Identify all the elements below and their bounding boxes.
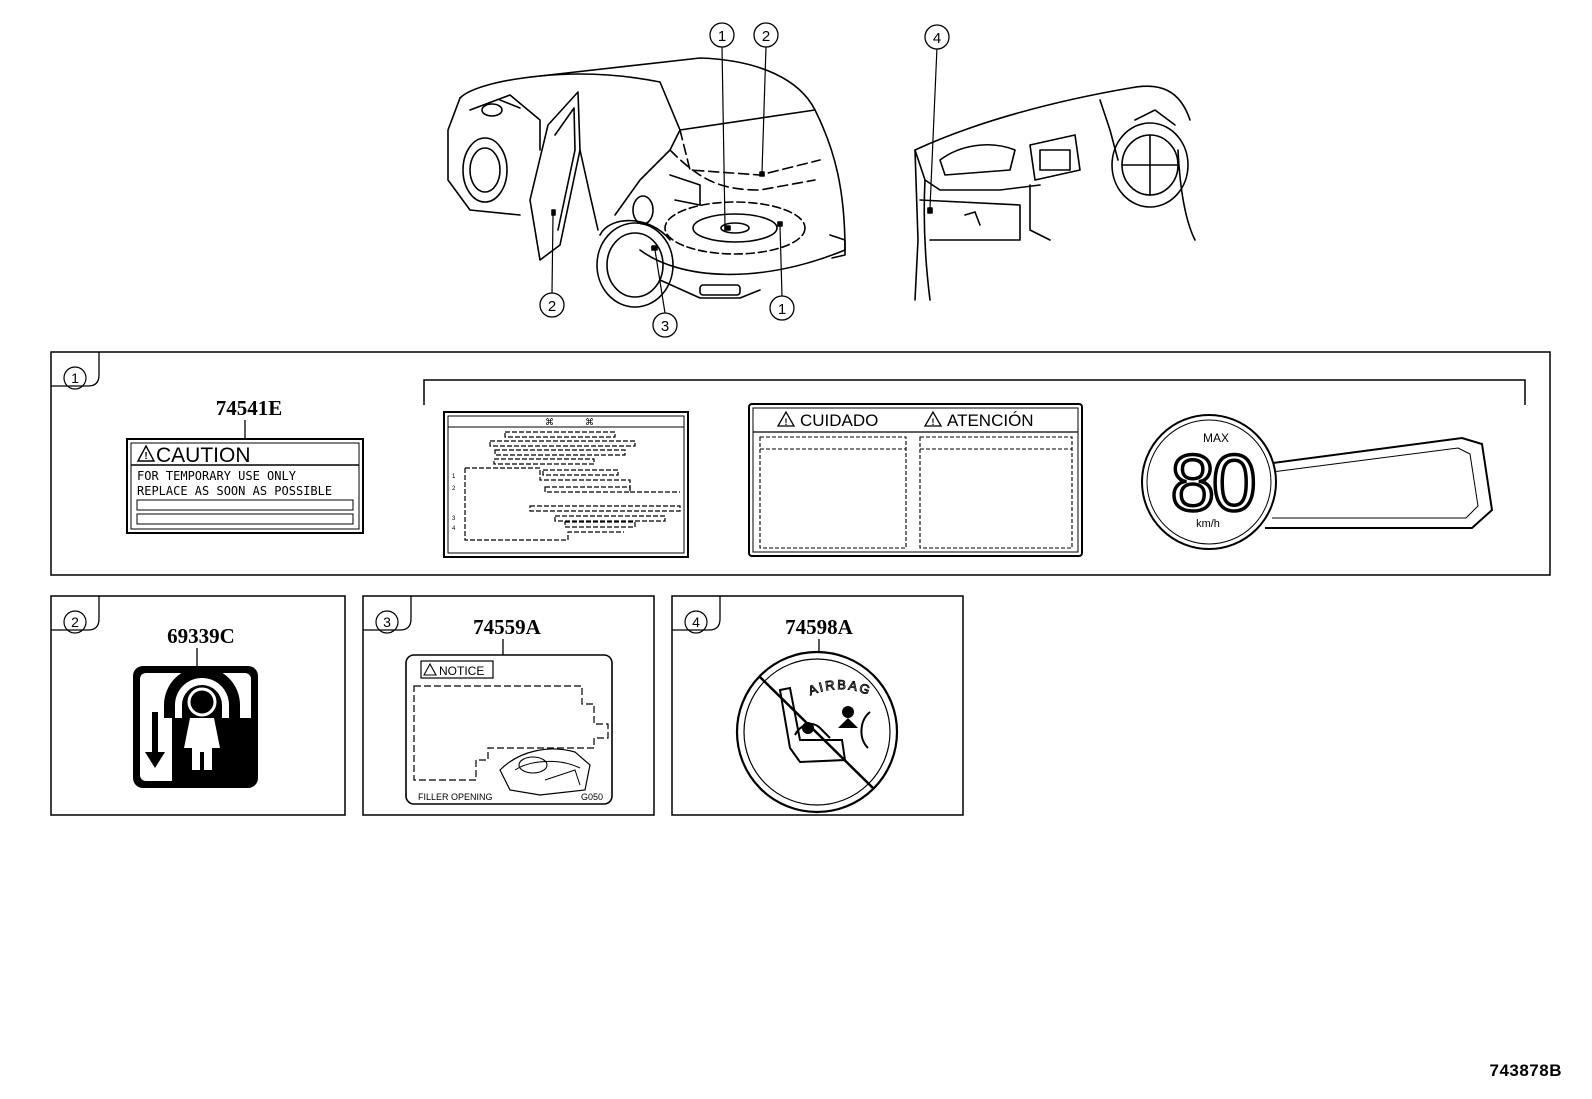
svg-text:⌘: ⌘: [585, 417, 594, 427]
part-number-74598a: 74598A: [785, 615, 854, 639]
callout-number: 4: [933, 30, 941, 47]
panel-3: 3 74559A NOTICE FILLER OPENING G050: [362, 595, 655, 816]
child-lock-label: [133, 666, 258, 788]
panel-number: 4: [692, 614, 700, 630]
figure-id: 743878B: [1489, 1061, 1562, 1080]
callout-1-top: 1: [709, 22, 735, 48]
warning-triangle-icon: [423, 662, 437, 676]
part-number-69339c: 69339C: [167, 624, 235, 648]
panel-number: 3: [383, 614, 391, 630]
cuidado-heading: CUIDADO: [800, 411, 878, 430]
notice-label: NOTICE FILLER OPENING G050: [405, 654, 613, 805]
callout-number: 3: [661, 318, 669, 335]
max-speed-label: MAX 80 km/h: [1141, 414, 1494, 550]
warning-triangle-icon: [136, 444, 156, 462]
car-rear-illustration: [447, 57, 846, 308]
caution-heading: CAUTION: [156, 444, 251, 467]
notice-footer-right: G050: [581, 792, 603, 802]
speed-max-text: MAX: [1203, 431, 1229, 445]
panel-4: 4 74598A AIRBAG: [671, 595, 964, 816]
callout-4-top: 4: [924, 24, 950, 50]
notice-footer-left: FILLER OPENING: [418, 792, 493, 802]
panel-2: 2 69339C: [50, 595, 346, 816]
part-number-74541e: 74541E: [216, 396, 283, 420]
callout-2-top: 2: [753, 22, 779, 48]
airbag-deploy-icon: [860, 711, 871, 749]
dashboard-illustration: [914, 85, 1196, 301]
svg-text:2: 2: [452, 486, 456, 492]
callout-number: 1: [778, 301, 786, 318]
atencion-heading: ATENCIÓN: [947, 411, 1034, 430]
callout-2-bottom: 2: [539, 292, 565, 318]
svg-text:4: 4: [452, 526, 456, 532]
info-label-placeholder: ⌘ ⌘ 1 2 3 4: [443, 411, 689, 558]
bilingual-warning-label: ! CUIDADO ! ATENCIÓN: [748, 403, 1083, 557]
prohibition-slash: [759, 676, 875, 790]
svg-text:!: !: [932, 417, 935, 427]
svg-text:!: !: [144, 451, 147, 462]
speed-value: 80: [1171, 438, 1254, 527]
caution-line-1: FOR TEMPORARY USE ONLY: [137, 469, 297, 483]
callout-number: 2: [762, 28, 770, 45]
caution-line-2: REPLACE AS SOON AS POSSIBLE: [137, 484, 332, 498]
warning-triangle-icon: [923, 410, 943, 427]
svg-text:⌘: ⌘: [545, 417, 554, 427]
svg-text:!: !: [785, 417, 788, 427]
warning-triangle-icon: [776, 410, 796, 427]
occupant-head-icon: [842, 706, 854, 718]
callout-number: 2: [548, 298, 556, 315]
arrow-down-icon: [145, 752, 165, 768]
panel-number: 2: [71, 614, 79, 630]
callout-3-bottom: 3: [652, 312, 678, 338]
airbag-arc-text: AIRBAG: [806, 677, 874, 698]
panel-number: 1: [71, 370, 79, 386]
notice-heading: NOTICE: [439, 664, 484, 678]
svg-text:1: 1: [452, 474, 456, 480]
part-number-74559a: 74559A: [473, 615, 542, 639]
airbag-warning-label: AIRBAG: [735, 650, 899, 814]
callout-number: 1: [718, 28, 726, 45]
caution-label: ! CAUTION FOR TEMPORARY USE ONLY REPLACE…: [126, 438, 364, 534]
callout-1-bottom: 1: [769, 295, 795, 321]
panel-1: 1 74541E ! CAUTION FOR TEMPORARY USE ONL…: [50, 351, 1551, 576]
svg-text:3: 3: [452, 516, 456, 522]
speed-unit: km/h: [1196, 518, 1220, 530]
